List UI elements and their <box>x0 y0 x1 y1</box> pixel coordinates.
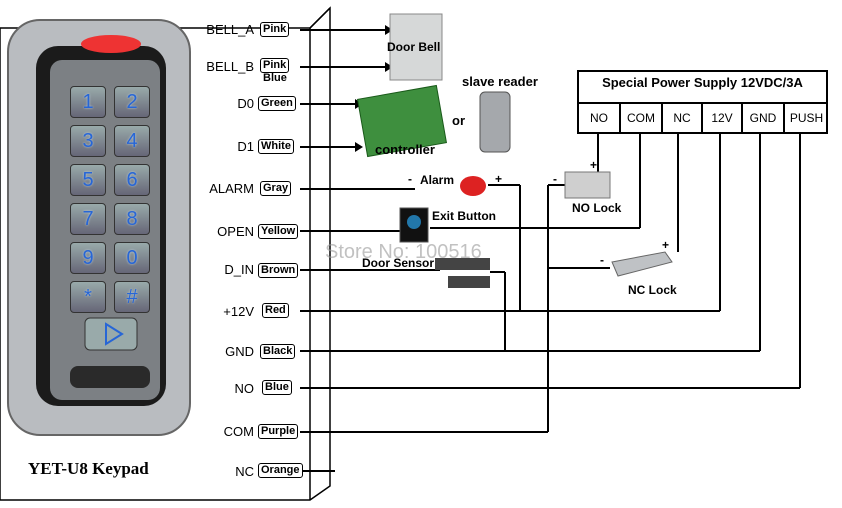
wire-tag-com: Purple <box>258 424 299 439</box>
wire-tag-no: Blue <box>262 380 292 395</box>
key-3: 3 <box>70 125 106 157</box>
pin-label-d-in: D_IN <box>224 262 254 277</box>
wire-tag-d-in: Brown <box>258 263 299 278</box>
door-sensor-label: Door Sensor <box>362 256 435 270</box>
no-lock-device <box>564 171 611 199</box>
alarm-device <box>460 176 486 196</box>
wire-tag-d1: White <box>258 139 294 154</box>
pin-label-open: OPEN <box>217 224 254 239</box>
door-bell-label: Door Bell <box>387 40 441 54</box>
pin-label-com: COM <box>223 424 254 439</box>
no-lock-minus: - <box>553 172 557 186</box>
psu-terminal-no: NO <box>577 102 619 132</box>
pin-label-no: NO <box>234 381 255 396</box>
bell-key <box>84 317 138 351</box>
key-5: 5 <box>70 164 106 196</box>
nc-lock-device <box>611 251 673 277</box>
wire-tag-bell-a: Pink <box>260 22 290 37</box>
or-label: or <box>452 113 465 128</box>
key-8: 8 <box>114 203 150 235</box>
wire-tag-12v: Red <box>262 303 289 318</box>
no-lock-label: NO Lock <box>572 201 622 215</box>
exit-button-label: Exit Button <box>432 209 496 223</box>
wire-tag-nc: Orange <box>258 463 303 478</box>
key-7: 7 <box>70 203 106 235</box>
wire-tag-alarm: Gray <box>260 181 292 196</box>
key-star: * <box>70 281 106 313</box>
wire-tag-bell-b: Pink <box>260 58 290 73</box>
key-1: 1 <box>70 86 106 118</box>
psu-terminal-nc: NC <box>661 102 701 132</box>
psu-terminal-com: COM <box>619 102 661 132</box>
alarm-label: Alarm <box>420 173 455 187</box>
led-indicator <box>81 35 141 53</box>
controller-board <box>356 84 448 158</box>
psu-terminal-push: PUSH <box>783 102 828 132</box>
pin-label-12v: +12V <box>223 304 254 319</box>
pin-label-d1: D1 <box>237 139 254 154</box>
alarm-minus: - <box>408 172 412 186</box>
door-sensor-device <box>435 258 490 270</box>
controller-label: controller <box>375 142 435 157</box>
door-bell-device <box>389 13 443 81</box>
watermark: Store No: 100516 <box>325 241 482 263</box>
pin-label-d0: D0 <box>237 96 254 111</box>
slave-reader-label: slave reader <box>462 74 538 89</box>
wire-tag-open: Yellow <box>258 224 299 239</box>
pin-label-gnd: GND <box>225 344 254 359</box>
nc-lock-plus: + <box>662 238 670 252</box>
key-0: 0 <box>114 242 150 274</box>
nc-lock-label: NC Lock <box>628 283 677 297</box>
nc-lock-minus: - <box>600 253 604 267</box>
power-supply-title: Special Power Supply 12VDC/3A <box>602 75 803 90</box>
key-2: 2 <box>114 86 150 118</box>
alarm-plus: + <box>495 172 503 186</box>
power-supply: Special Power Supply 12VDC/3A NO COM NC … <box>577 70 828 134</box>
psu-terminal-gnd: GND <box>741 102 783 132</box>
wire-tag-d0: Green <box>258 96 296 111</box>
wire-tag-gnd: Black <box>260 344 296 359</box>
no-lock-plus: + <box>590 158 598 172</box>
psu-terminal-12v: 12V <box>701 102 741 132</box>
pin-label-alarm: ALARM <box>209 181 254 196</box>
key-9: 9 <box>70 242 106 274</box>
key-hash: # <box>114 281 150 313</box>
slave-reader-device <box>479 91 511 153</box>
pin-label-bell-b: BELL_B <box>206 59 254 74</box>
wire-tag-bell-b-secondary: Blue <box>263 72 287 84</box>
key-4: 4 <box>114 125 150 157</box>
key-6: 6 <box>114 164 150 196</box>
pin-label-nc: NC <box>235 464 254 479</box>
keypad-title: YET-U8 Keypad <box>28 459 149 478</box>
pin-label-bell-a: BELL_A <box>206 22 254 37</box>
